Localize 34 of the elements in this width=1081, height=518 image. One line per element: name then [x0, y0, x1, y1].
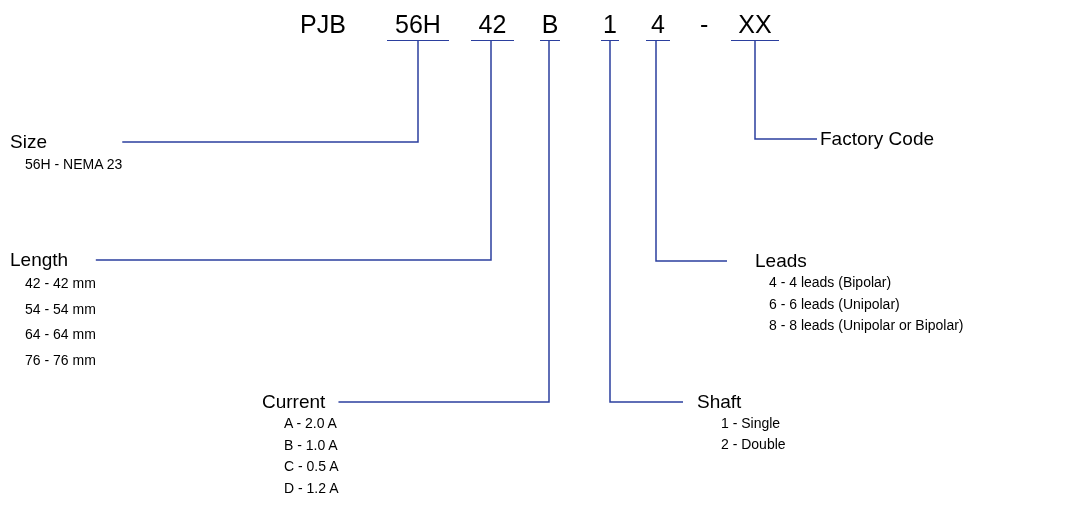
field-heading: Leads	[755, 250, 807, 272]
option-text: C - 0.5 A	[283, 457, 339, 476]
option-text: 8 - 8 leads (Unipolar or Bipolar)	[768, 316, 964, 335]
code-segment: 1	[601, 8, 619, 41]
field-heading: Current	[262, 391, 326, 413]
code-segment: XX	[731, 8, 779, 41]
code-part: PJB	[300, 9, 346, 40]
field-heading: Size	[10, 131, 47, 153]
code-part: -	[700, 9, 709, 40]
leader-line	[754, 40, 818, 140]
option-text: A - 2.0 A	[283, 414, 337, 433]
option-text: 1 - Single	[720, 414, 781, 433]
option-text: 64 - 64 mm	[24, 325, 96, 344]
option-text: 4 - 4 leads (Bipolar)	[768, 273, 892, 292]
option-text: 2 - Double	[720, 435, 786, 454]
code-segment: B	[540, 8, 560, 41]
leader-line	[609, 40, 684, 403]
code-segment: 56H	[387, 8, 449, 41]
option-text: 76 - 76 mm	[24, 350, 96, 370]
leader-line	[655, 40, 728, 262]
leader-line	[95, 40, 492, 261]
code-segment: 42	[471, 8, 514, 41]
field-heading: Length	[10, 249, 69, 271]
code-segment: 4	[646, 8, 670, 41]
option-text: 42 - 42 mm	[24, 274, 96, 293]
leader-line	[121, 40, 419, 143]
option-text: 54 - 54 mm	[24, 299, 96, 319]
option-text: 56H - NEMA 23	[24, 155, 123, 174]
option-text: 6 - 6 leads (Unipolar)	[768, 294, 900, 314]
option-text: B - 1.0 A	[283, 435, 338, 455]
field-heading: Factory Code	[820, 128, 935, 150]
field-heading: Shaft	[697, 391, 742, 413]
leader-line	[337, 40, 550, 403]
option-text: D - 1.2 A	[283, 478, 339, 498]
